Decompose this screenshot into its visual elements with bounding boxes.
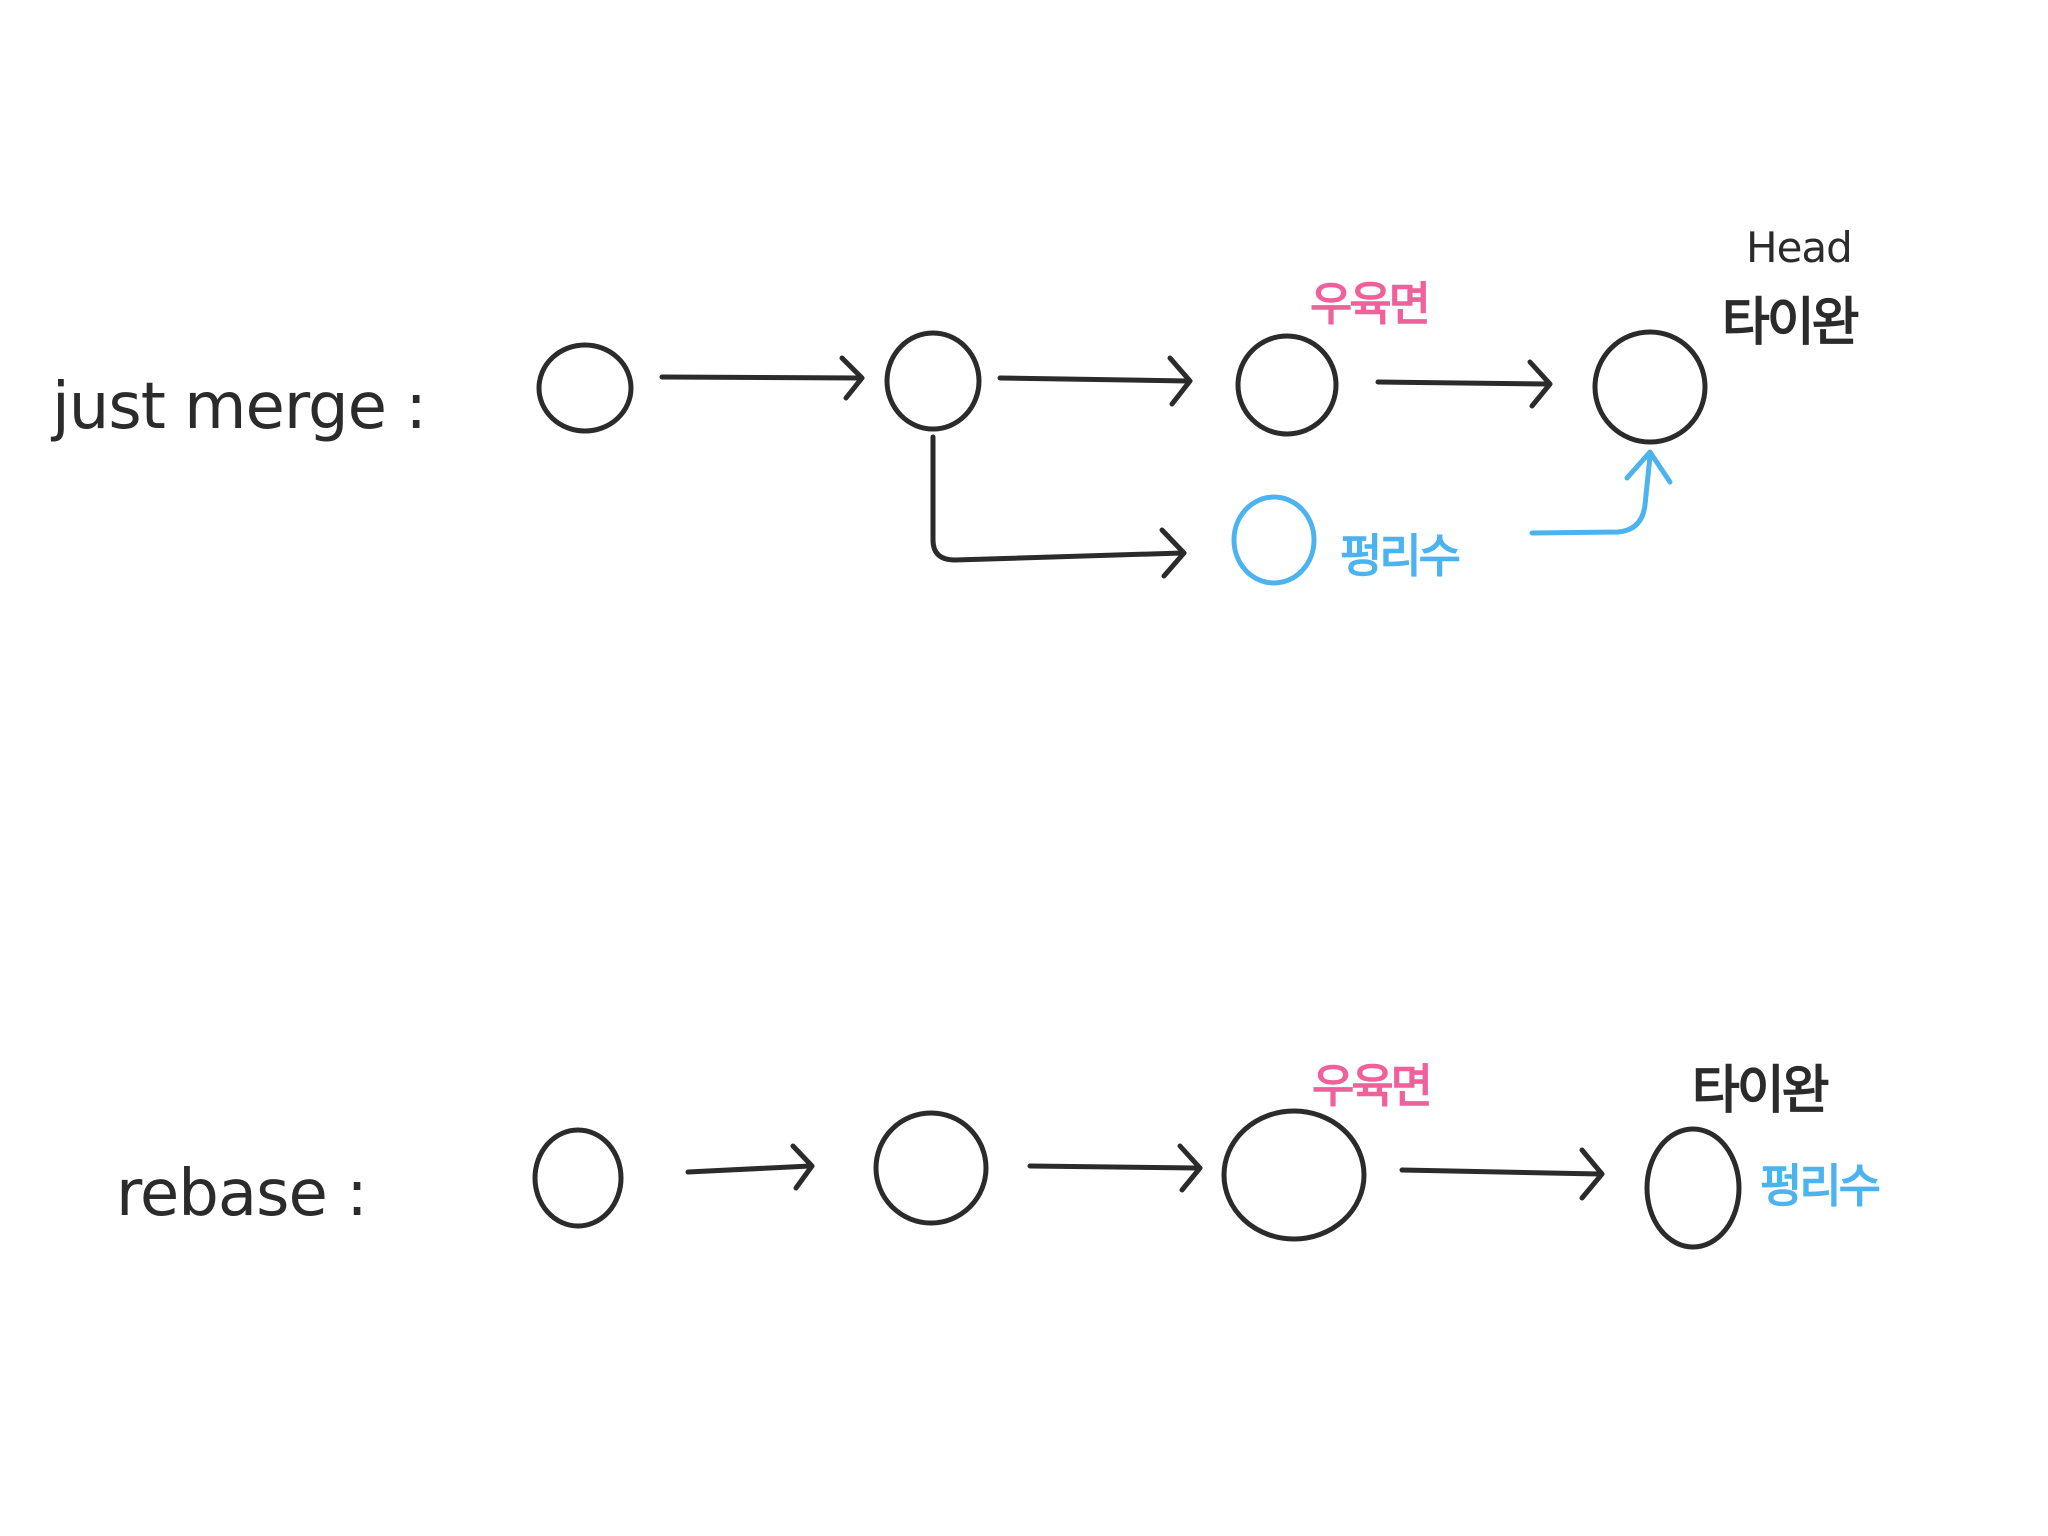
rebase-edge-1-2 <box>685 1143 815 1191</box>
rebase-commit-head <box>1644 1126 1742 1250</box>
merge-branch-label-taiwan: 타이완 <box>1722 293 1859 353</box>
rebase-edge-3-head <box>1399 1147 1605 1201</box>
rebase-commit-1 <box>532 1127 624 1229</box>
merge-branch-label-pengrisu: 펑리수 <box>1340 529 1460 583</box>
rebase-branch-label-pengrisu: 펑리수 <box>1760 1159 1880 1213</box>
rebase-commit-2 <box>873 1110 989 1226</box>
merge-edge-2-3 <box>997 355 1193 407</box>
head-label: Head <box>1746 223 1852 272</box>
merge-commit-1 <box>536 342 634 434</box>
rebase-edge-2-3 <box>1027 1143 1203 1193</box>
rebase-branch-label-uyukmyeon: 우육면 <box>1312 1059 1430 1113</box>
merge-edge-1-2 <box>659 355 865 401</box>
rebase-commit-3-uyukmyeon <box>1221 1108 1367 1242</box>
merge-commit-branch-pengrisu <box>1231 494 1317 586</box>
merge-edge-3-head <box>1375 359 1553 409</box>
merge-commit-2 <box>884 330 982 432</box>
rebase-row-label: rebase : <box>116 1157 367 1231</box>
merge-branch-label-uyukmyeon: 우육면 <box>1310 277 1428 331</box>
merge-commit-3-uyukmyeon <box>1235 333 1339 437</box>
rebase-branch-label-taiwan: 타이완 <box>1692 1061 1829 1121</box>
merge-edge-branch-head-blue <box>1529 449 1673 536</box>
merge-edge-2-branch <box>930 434 1187 579</box>
merge-commit-head <box>1592 329 1708 445</box>
merge-row-label: just merge : <box>50 370 426 444</box>
